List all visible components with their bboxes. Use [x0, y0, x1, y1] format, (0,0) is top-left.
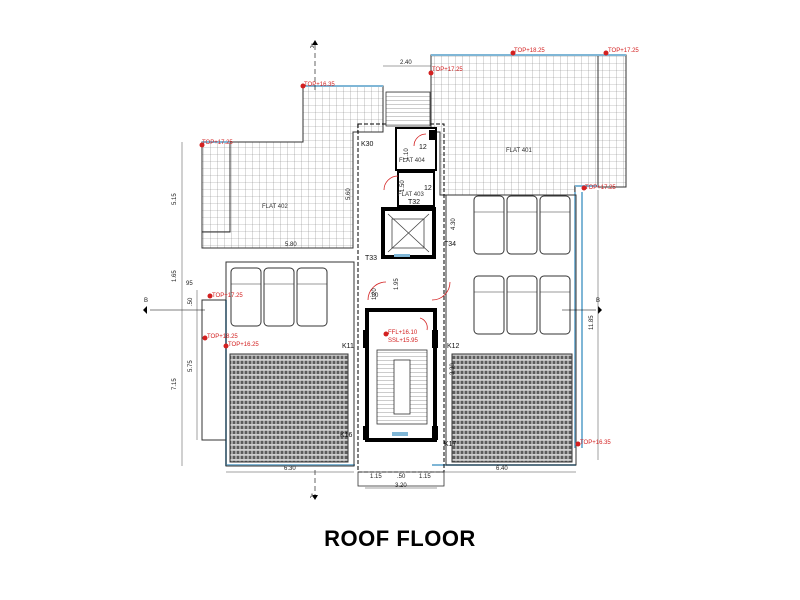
section-a-bottom: A	[310, 494, 314, 500]
k12-label: K12	[447, 343, 460, 350]
left-terrace	[201, 261, 355, 467]
dim-110: 1.10	[404, 148, 410, 160]
dim-640: 6.40	[496, 466, 508, 472]
k30-label: K30	[361, 141, 374, 148]
stair-number-upper: 12	[419, 144, 427, 151]
flat-403-label: FLAT 403	[398, 192, 424, 198]
dim-320: 3.20	[395, 483, 407, 489]
dim-575: 5.75	[188, 360, 194, 372]
level-top-1625: TOP+16.25	[228, 342, 259, 348]
level-ssl: SSL+15.95	[388, 338, 419, 344]
stair-number-lower: 12	[424, 185, 432, 192]
level-labels: TOP+16.35 TOP+17.25 TOP+18.25 TOP+17.25 …	[202, 48, 639, 446]
section-arrows	[143, 40, 602, 500]
t33-label: T33	[365, 255, 377, 262]
dim-115-b: 1.15	[419, 474, 431, 480]
dim-195: 1.95	[394, 278, 400, 290]
t34-label: T34	[444, 241, 456, 248]
flat-labels: FLAT 402 FLAT 401 FLAT 404 FLAT 403 12 1…	[262, 144, 532, 210]
level-top-1825-a: TOP+18.25	[514, 48, 545, 54]
dim-515: 5.15	[172, 193, 178, 205]
section-b-left: B	[144, 298, 148, 304]
dim-715: 7.15	[172, 378, 178, 390]
level-ffl: FFL+16.10	[388, 330, 418, 336]
dim-165: 1.65	[172, 270, 178, 282]
t32-label: T32	[408, 199, 420, 206]
dim-430: 4.30	[451, 218, 457, 230]
dim-50: .50	[188, 297, 194, 306]
dim-50b: .50	[397, 474, 406, 480]
dim-95: 95	[186, 281, 193, 287]
level-top-1725-c: TOP+17.25	[202, 140, 233, 146]
level-top-1635-a: TOP+16.35	[304, 82, 335, 88]
flat-401-label: FLAT 401	[506, 148, 532, 154]
k11-label: K11	[342, 343, 354, 350]
dim-120: 1.20	[372, 288, 378, 300]
flat-404-label: FLAT 404	[399, 158, 425, 164]
level-top-1635-b: TOP+16.35	[580, 440, 611, 446]
dim-240: 2.40	[400, 60, 412, 66]
column-labels: K30 T32 T33 T34 K11 K12 K16 K17	[340, 141, 460, 448]
section-b-right: B	[596, 298, 600, 304]
right-terrace	[445, 194, 577, 466]
k17-label: K17	[444, 441, 457, 448]
dimension-labels: 2.40 5.15 1.65 95 .50 7.15 5.75 6.30 1.1…	[172, 60, 595, 489]
dimension-lines	[181, 65, 599, 489]
k16-label: K16	[340, 432, 353, 439]
drawing-title: ROOF FLOOR	[324, 526, 476, 551]
section-a-top: A	[310, 44, 314, 50]
dim-80: .80	[370, 293, 379, 299]
tiled-roof	[201, 54, 627, 249]
flat-402-label: FLAT 402	[262, 204, 288, 210]
dim-330: 3.30	[450, 363, 456, 375]
level-top-1725-e: TOP+17.25	[212, 293, 243, 299]
dim-630: 6.30	[284, 466, 296, 472]
dim-560: 5.60	[346, 188, 352, 200]
level-top-1725-d: TOP+17.25	[585, 185, 616, 191]
level-top-1825-b: TOP+18.25	[207, 334, 238, 340]
central-core	[357, 91, 451, 487]
level-markers	[199, 50, 609, 447]
level-top-1725-b: TOP+17.25	[608, 48, 639, 54]
dim-1185: 11.85	[589, 315, 595, 330]
section-mark-labels: A A B B	[144, 44, 600, 500]
level-top-1725-a: TOP+17.25	[432, 67, 463, 73]
dim-115-a: 1.15	[370, 474, 382, 480]
dim-580: 5.80	[285, 242, 297, 248]
dim-150: 1.50	[400, 180, 406, 192]
